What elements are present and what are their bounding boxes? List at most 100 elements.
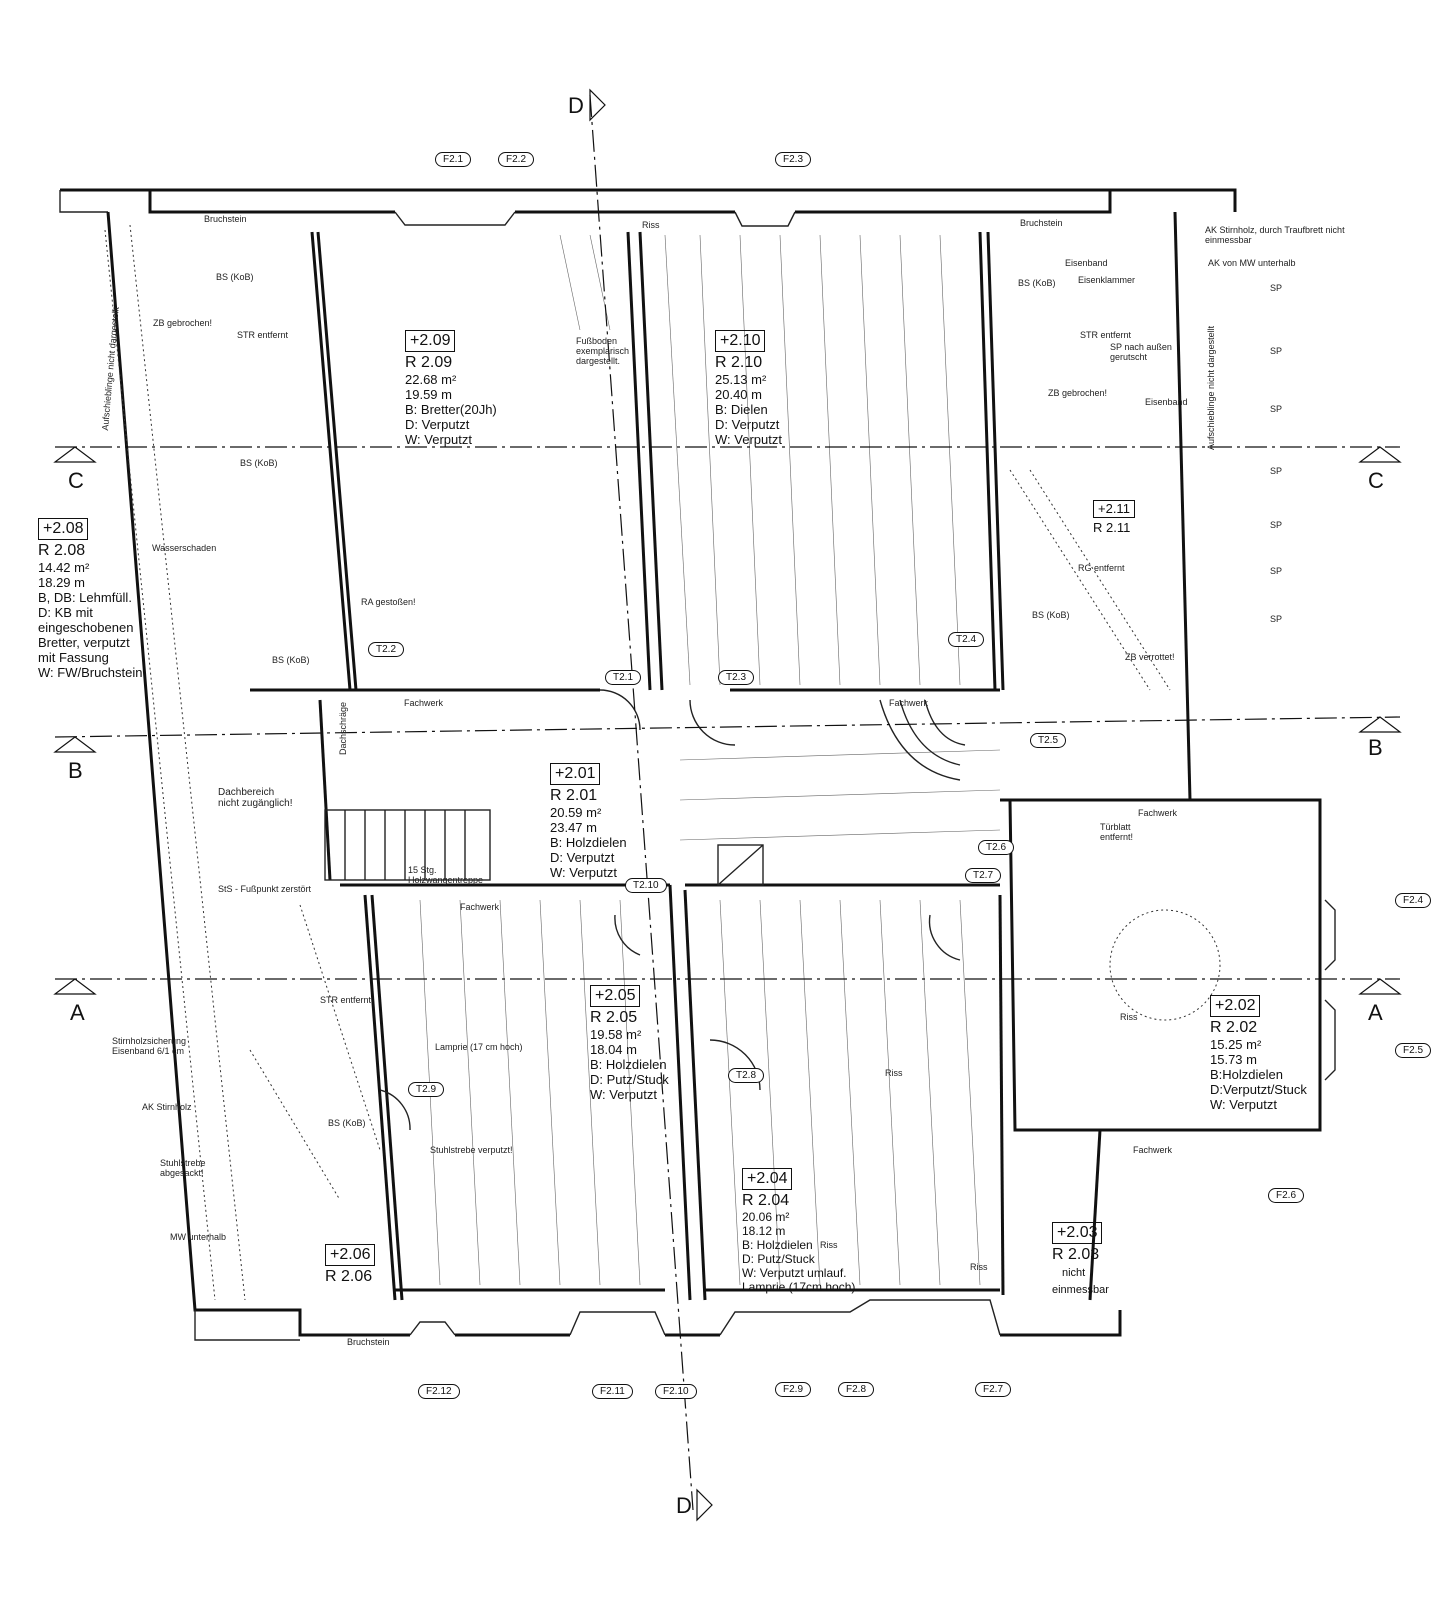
room-tag: +2.02 — [1210, 995, 1261, 1017]
room-area: 15.25 m² — [1210, 1037, 1262, 1052]
note-bs-kob-3: BS (KoB) — [272, 655, 310, 665]
note-fachwerk-1: Fachwerk — [404, 698, 444, 708]
section-marker-d-bottom: D — [676, 1493, 692, 1518]
window-tag-f2-4: F2.4 — [1395, 893, 1432, 908]
room-area: 19.58 m² — [590, 1027, 642, 1042]
room-name: R 2.04 — [742, 1192, 790, 1209]
room-name: R 2.03 — [1052, 1246, 1100, 1263]
room-finish: B: Bretter(20Jh) — [405, 402, 497, 417]
note-zb-gebrochen-left: ZB gebrochen! — [153, 318, 213, 328]
note-str-entfernt-lower: STR entfernt — [320, 995, 372, 1005]
room-finish: Lamprie (17cm hoch) — [742, 1280, 856, 1294]
room-tag: +2.05 — [590, 985, 641, 1007]
section-marker-c-right: C — [1368, 468, 1384, 493]
note-sp-1: SP — [1270, 283, 1283, 293]
room-area: 14.42 m² — [38, 560, 90, 575]
note-fachwerk-2: Fachwerk — [460, 902, 500, 912]
note-stirnholzsicherung: Stirnholzsicherung Eisenband 6/1 cm — [112, 1036, 187, 1056]
section-marker-b-left: B — [68, 758, 83, 783]
note-sp-aussen: SP nach außen gerutscht — [1110, 342, 1172, 362]
room-tag: +2.08 — [38, 518, 89, 540]
note-fussboden: Fußboden exemplarisch dargestellt. — [576, 336, 630, 366]
window-tag-f2-11: F2.11 — [592, 1384, 633, 1399]
note-riss-5: Riss — [970, 1262, 988, 1272]
note-fachwerk-5: Fachwerk — [889, 698, 929, 708]
window-tag-f2-2: F2.2 — [498, 152, 535, 167]
room-label-2-11: +2.11 R 2.11 — [1093, 500, 1135, 535]
section-marker-a-left: A — [70, 1000, 85, 1025]
note-bruchstein-bottom: Bruchstein — [347, 1337, 390, 1347]
staircase — [324, 699, 966, 886]
section-marker-d-top: D — [568, 93, 584, 118]
room-name: R 2.02 — [1210, 1019, 1258, 1036]
room-label-2-03: +2.03 R 2.03 nicht einmessbar — [1052, 1222, 1109, 1298]
note-bs-kob-1: BS (KoB) — [216, 272, 254, 282]
window-tag-f2-9: F2.9 — [775, 1382, 812, 1397]
room-finish: Bretter, verputzt — [38, 635, 130, 650]
note-str-entfernt-right: STR entfernt — [1080, 330, 1132, 340]
room-finish: B:Holzdielen — [1210, 1067, 1283, 1082]
note-sp-2: SP — [1270, 346, 1283, 356]
note-sts-fusspunkt: StS - Fußpunkt zerstört — [218, 884, 312, 894]
note-turblatt: Türblatt entfernt! — [1100, 822, 1134, 842]
room-finish: B: Dielen — [715, 402, 768, 417]
room-finish: B: Holzdielen — [742, 1238, 813, 1252]
room-finish: W: FW/Bruchstein — [38, 665, 143, 680]
note-sp-6: SP — [1270, 566, 1283, 576]
room-area: 25.13 m² — [715, 372, 767, 387]
door-tag-t2-9: T2.9 — [408, 1082, 445, 1097]
note-eisenband-top: Eisenband — [1065, 258, 1108, 268]
window-tag-f2-6: F2.6 — [1268, 1188, 1305, 1203]
note-aufschieblinge-right: Aufschieblinge nicht dargestellt — [1206, 325, 1216, 450]
section-lines — [53, 88, 1402, 1522]
room-tag: +2.09 — [405, 330, 456, 352]
room-name: R 2.08 — [38, 542, 86, 559]
room-tag: +2.11 — [1093, 500, 1135, 518]
note-bruchstein-top-left: Bruchstein — [204, 214, 247, 224]
room-name: R 2.09 — [405, 354, 453, 371]
door-tag-t2-2: T2.2 — [368, 642, 405, 657]
note-bs-kob-4: BS (KoB) — [1018, 278, 1056, 288]
section-marker-b-right: B — [1368, 735, 1383, 760]
note-dachbereich: Dachbereich nicht zugänglich! — [218, 787, 293, 809]
note-bs-kob-5: BS (KoB) — [1032, 610, 1070, 620]
room-finish: W: Verputzt — [590, 1087, 657, 1102]
room-label-2-09: +2.09 R 2.09 22.68 m² 19.59 m B: Bretter… — [405, 330, 497, 447]
room-finish: D: Putz/Stuck — [590, 1072, 669, 1087]
room-perimeter: 18.04 m — [590, 1042, 637, 1057]
room-finish: W: Verputzt umlauf. — [742, 1266, 847, 1280]
door-tag-t2-4: T2.4 — [948, 632, 985, 647]
room-finish: B: Holzdielen — [590, 1057, 667, 1072]
note-fachwerk-3: Fachwerk — [1138, 808, 1178, 818]
window-tag-f2-8: F2.8 — [838, 1382, 875, 1397]
note-bruchstein-top-right: Bruchstein — [1020, 218, 1063, 228]
window-tag-f2-1: F2.1 — [435, 152, 472, 167]
note-stuhlstrebe-verputzt: Stuhlstrebe verputzt! — [430, 1145, 513, 1155]
room-finish: B: Holzdielen — [550, 835, 627, 850]
room-perimeter: 15.73 m — [1210, 1052, 1257, 1067]
room-tag: +2.01 — [550, 763, 601, 785]
door-tag-t2-8: T2.8 — [728, 1068, 765, 1083]
room-finish: W: Verputzt — [550, 865, 617, 880]
room-tag: +2.03 — [1052, 1222, 1103, 1244]
room-name: R 2.10 — [715, 354, 763, 371]
door-tag-t2-5: T2.5 — [1030, 733, 1067, 748]
room-tag: +2.06 — [325, 1244, 376, 1266]
room-note: nicht — [1062, 1267, 1086, 1279]
note-riss-3: Riss — [885, 1068, 903, 1078]
note-stuhlstrebe: Stuhlstrebe abgesackt! — [160, 1158, 206, 1178]
room-area: 22.68 m² — [405, 372, 457, 387]
note-riss-4: Riss — [820, 1240, 838, 1250]
window-tag-f2-3: F2.3 — [775, 152, 812, 167]
door-tag-t2-7: T2.7 — [965, 868, 1002, 883]
note-sp-3: SP — [1270, 404, 1283, 414]
note-treppe: 15 Stg. Holzwangentreppe — [408, 865, 484, 885]
room-finish: D:Verputzt/Stuck — [1210, 1082, 1307, 1097]
room-name: R 2.05 — [590, 1009, 638, 1026]
note-bs-kob-6: BS (KoB) — [328, 1118, 366, 1128]
outer-walls — [59, 188, 1237, 1341]
note-zb-verrottet: ZB verrottet! — [1125, 652, 1175, 662]
room-finish: eingeschobenen — [38, 620, 134, 635]
section-marker-a-right: A — [1368, 1000, 1383, 1025]
